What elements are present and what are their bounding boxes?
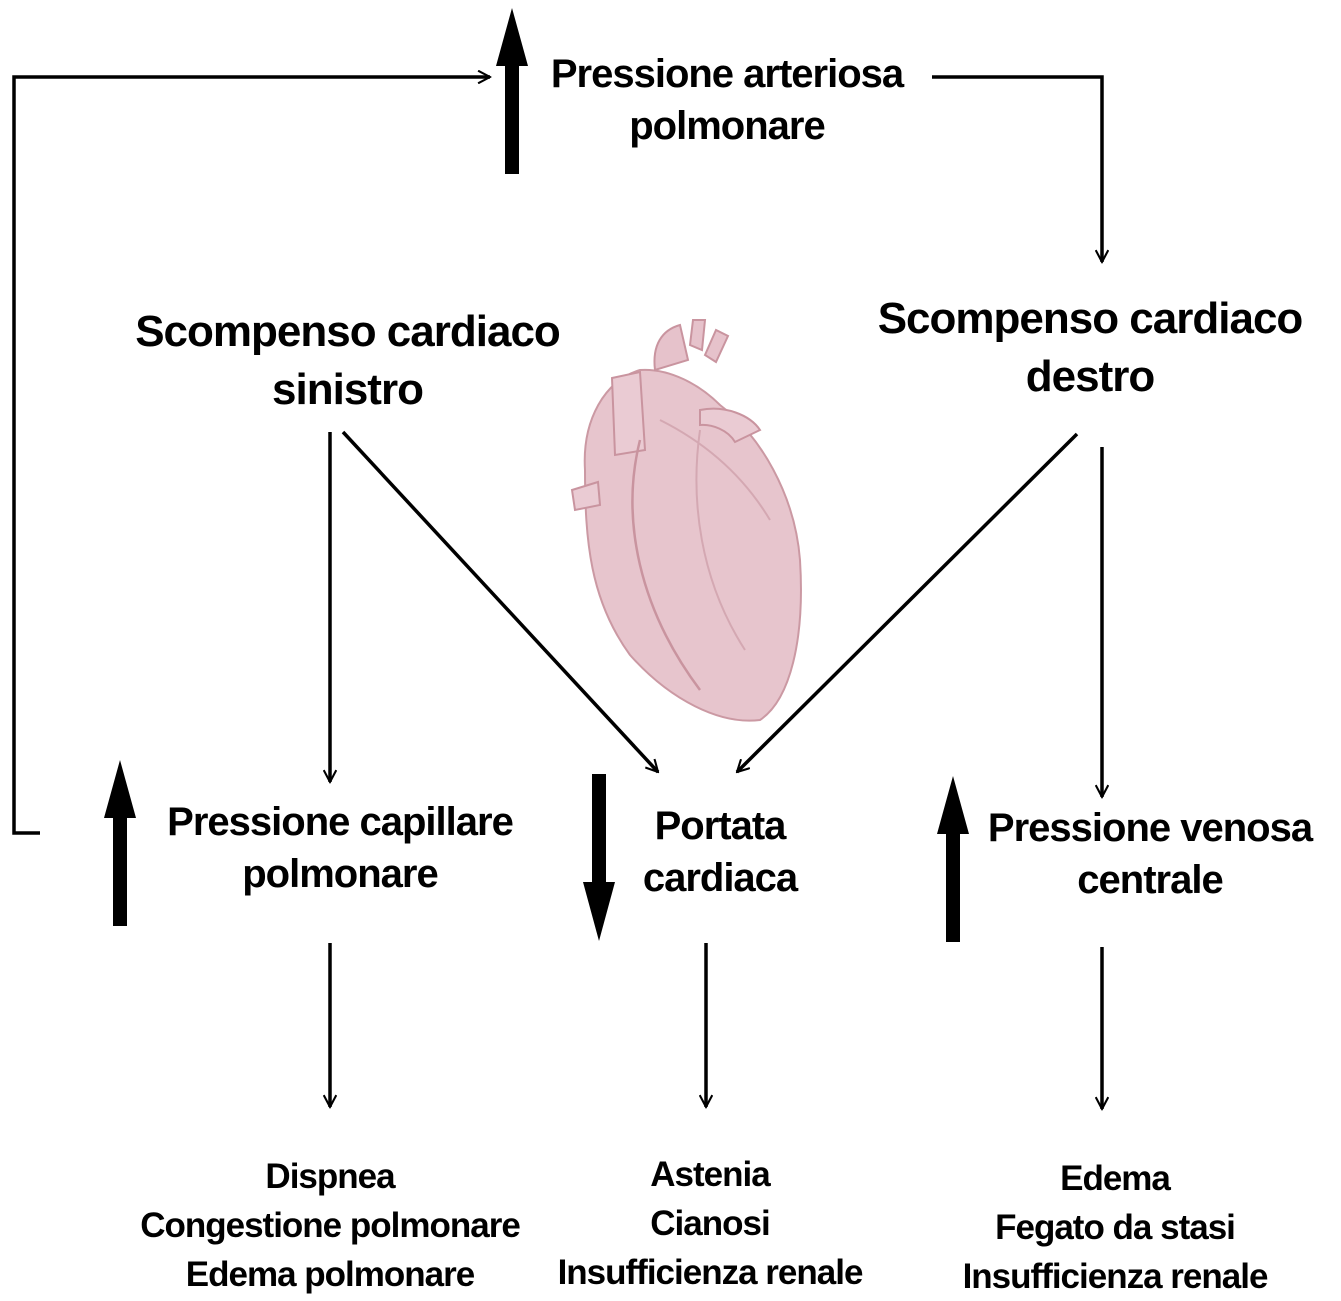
bold-down-arrow-output bbox=[583, 774, 615, 941]
symptom-item: Insufficienza renale bbox=[962, 1257, 1269, 1296]
pressione-capillare-label: Pressione capillare polmonare bbox=[167, 800, 514, 896]
symptom-item: Dispnea bbox=[265, 1157, 395, 1196]
symptom-item: Astenia bbox=[650, 1155, 770, 1194]
symptom-item: Congestione polmonare bbox=[140, 1206, 521, 1245]
heart-illustration bbox=[570, 319, 802, 722]
portata-cardiaca-label: Portata cardiaca bbox=[642, 804, 798, 900]
scompenso-sinistro-label: Scompenso cardiaco sinistro bbox=[135, 307, 561, 414]
symptom-item: Fegato da stasi bbox=[995, 1208, 1236, 1247]
symptom-item: Edema bbox=[1060, 1159, 1171, 1198]
symptoms-right: Edema Fegato da stasi Insufficienza rena… bbox=[935, 1154, 1295, 1301]
scompenso-destro-label: Scompenso cardiaco destro bbox=[877, 294, 1304, 401]
arterial-to-right-line bbox=[932, 75, 1102, 262]
feedback-loop-line bbox=[12, 77, 490, 835]
symptom-item: Cianosi bbox=[650, 1204, 770, 1243]
symptoms-left: Dispnea Congestione polmonare Edema polm… bbox=[110, 1152, 550, 1299]
pressione-venosa-label: Pressione venosa centrale bbox=[987, 806, 1313, 902]
bold-up-arrow-capillary bbox=[104, 760, 136, 926]
symptom-item: Edema polmonare bbox=[185, 1255, 475, 1294]
left-to-output-line bbox=[341, 430, 658, 772]
bold-up-arrow-arterial bbox=[496, 8, 528, 174]
pressione-arteriosa-label: Pressione arteriosa polmonare bbox=[550, 52, 904, 148]
bold-up-arrow-venous bbox=[937, 776, 969, 942]
symptoms-center: Astenia Cianosi Insufficienza renale bbox=[530, 1150, 890, 1297]
right-to-output-line bbox=[737, 432, 1079, 772]
symptom-item: Insufficienza renale bbox=[557, 1253, 864, 1292]
